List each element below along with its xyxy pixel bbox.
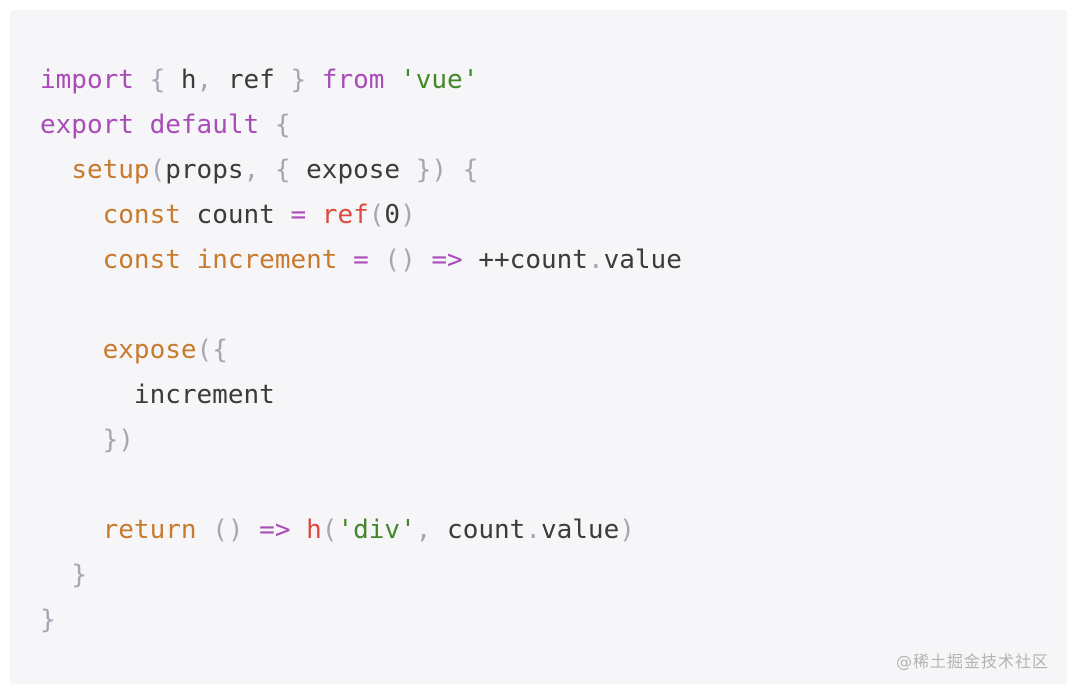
code-token: ref	[321, 200, 369, 230]
code-line: export default {	[40, 103, 1057, 148]
code-line: expose({	[40, 328, 1057, 373]
code-token	[40, 200, 103, 230]
code-token: ref	[212, 65, 291, 95]
code-token: return	[102, 515, 197, 545]
code-token: .	[525, 515, 541, 545]
code-token	[244, 515, 260, 545]
code-token: (	[321, 515, 338, 545]
code-token: ++count	[462, 245, 588, 275]
code-token	[40, 515, 103, 545]
code-token: const	[102, 245, 181, 275]
code-line: increment	[40, 373, 1057, 418]
code-token: 'vue'	[400, 65, 479, 95]
code-token	[40, 560, 71, 590]
code-token	[259, 155, 275, 185]
code-token: {	[462, 155, 479, 185]
code-token: ,	[415, 515, 432, 545]
code-token: (	[368, 200, 385, 230]
code-token: import	[40, 65, 134, 95]
code-line: }	[40, 598, 1057, 643]
code-token	[40, 335, 103, 365]
code-token: value	[603, 245, 682, 275]
code-token: ()	[212, 515, 244, 545]
code-block: import { h, ref } from 'vue'export defau…	[40, 58, 1057, 643]
code-token: const	[102, 200, 181, 230]
code-line	[40, 283, 1057, 328]
code-token	[181, 245, 197, 275]
code-token: default	[149, 110, 260, 140]
code-token: expose	[290, 155, 416, 185]
code-token	[306, 65, 322, 95]
code-token: expose	[102, 335, 197, 365]
code-line: setup(props, { expose }) {	[40, 148, 1057, 193]
code-line: import { h, ref } from 'vue'	[40, 58, 1057, 103]
code-token: ,	[196, 65, 213, 95]
code-token: count	[431, 515, 526, 545]
code-token: =	[290, 200, 307, 230]
code-token	[197, 515, 213, 545]
code-token: ({	[196, 335, 228, 365]
code-line: const count = ref(0)	[40, 193, 1057, 238]
code-token	[134, 65, 150, 95]
code-token	[259, 110, 275, 140]
code-token	[416, 245, 432, 275]
code-token: increment	[40, 380, 275, 410]
code-token: )	[619, 515, 635, 545]
code-token	[40, 155, 71, 185]
code-token: increment	[196, 245, 338, 275]
code-token	[337, 245, 353, 275]
code-token: (	[149, 155, 166, 185]
code-line: const increment = () => ++count.value	[40, 238, 1057, 283]
code-token: ,	[243, 155, 260, 185]
code-token: setup	[71, 155, 150, 185]
code-token	[40, 245, 103, 275]
code-token: )	[400, 200, 416, 230]
code-token: ()	[384, 245, 416, 275]
code-token: h	[165, 65, 197, 95]
code-token	[447, 155, 463, 185]
code-token	[40, 425, 103, 455]
code-token: h	[306, 515, 322, 545]
code-token: from	[321, 65, 385, 95]
code-token: }	[71, 560, 87, 590]
code-token: .	[587, 245, 604, 275]
code-token: {	[149, 65, 166, 95]
code-line: })	[40, 418, 1057, 463]
code-token: 'div'	[337, 515, 416, 545]
code-token	[134, 110, 150, 140]
code-token	[369, 245, 385, 275]
watermark: @稀土掘金技术社区	[895, 652, 1049, 671]
code-token: =>	[259, 515, 291, 545]
code-token: count	[180, 200, 291, 230]
code-token: }	[290, 65, 307, 95]
code-line: }	[40, 553, 1057, 598]
code-token: })	[415, 155, 448, 185]
code-token: 0	[384, 200, 401, 230]
code-token	[384, 65, 400, 95]
code-line	[40, 463, 1057, 508]
code-token: {	[274, 155, 291, 185]
code-token: })	[102, 425, 134, 455]
code-token: }	[40, 605, 56, 635]
code-line: return () => h('div', count.value)	[40, 508, 1057, 553]
code-token: props	[165, 155, 244, 185]
code-panel: import { h, ref } from 'vue'export defau…	[10, 10, 1067, 684]
code-token: =>	[431, 245, 463, 275]
code-token: {	[274, 110, 291, 140]
code-token: value	[540, 515, 620, 545]
code-token	[306, 200, 322, 230]
code-token	[290, 515, 306, 545]
code-token: =	[353, 245, 369, 275]
code-token: export	[40, 110, 134, 140]
